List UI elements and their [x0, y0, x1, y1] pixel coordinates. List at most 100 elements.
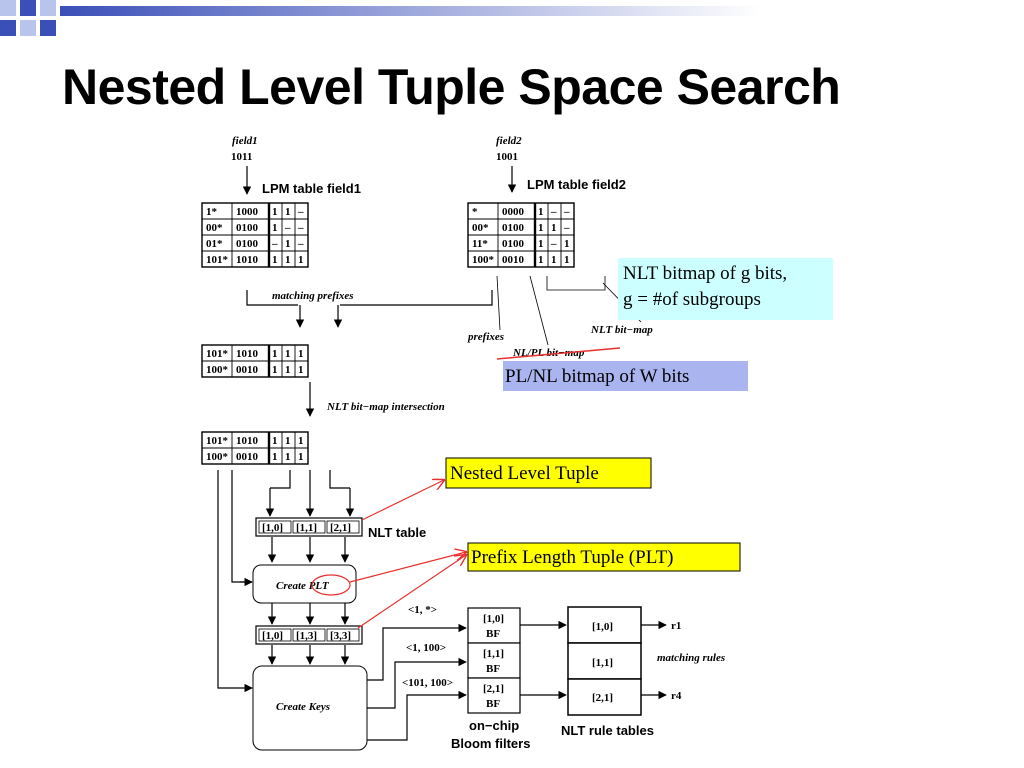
- rule-output: r1: [671, 620, 681, 632]
- table-cell: *: [472, 206, 478, 218]
- nlt-bitmap-annotation-bg: [618, 258, 833, 320]
- rule-output-arrows: [641, 620, 667, 700]
- rule-table-cell: [567, 606, 642, 644]
- prefix-length-tuple-annotation: Prefix Length Tuple (PLT): [471, 547, 674, 568]
- table-cell: 1: [564, 238, 570, 250]
- table-cell: 1: [285, 435, 291, 447]
- bloom-filter-id: [2,1]: [483, 683, 504, 695]
- rule-table-id: [2,1]: [592, 692, 613, 704]
- plt-table: [1,0] [1,3] [3,3]: [255, 625, 363, 645]
- matching-prefixes-label: matching prefixes: [272, 290, 354, 302]
- nlt-intersection-label: NLT bit−map intersection: [326, 401, 445, 413]
- field2-name: field2: [496, 135, 522, 147]
- create-plt-label: Create PLT: [276, 580, 330, 592]
- bloom-filter-box: [467, 677, 521, 714]
- key-label: <101, 100>: [402, 677, 453, 689]
- table-cell: 1: [551, 254, 557, 266]
- rule-table-cell: [567, 642, 642, 680]
- table-cell: 1: [272, 206, 278, 218]
- table-cell: 01*: [206, 238, 223, 250]
- table-cell: 0100: [502, 238, 525, 250]
- table-cell: 0100: [502, 222, 525, 234]
- bloom-filter-label: BF: [486, 698, 500, 710]
- corner-decoration: [0, 0, 760, 36]
- table-cell: 1: [285, 254, 291, 266]
- table-cell: 1000: [236, 206, 259, 218]
- table-cell: 1: [272, 348, 278, 360]
- bloom-filters: [1,0] BF [1,1] BF [2,1] BF: [467, 607, 521, 714]
- table-cell: 1: [538, 222, 544, 234]
- create-keys-label: Create Keys: [276, 701, 330, 713]
- table-cell: 0100: [236, 238, 259, 250]
- nested-level-tuple-annotation-bg: [445, 457, 652, 489]
- bf-to-rule-arrows: [520, 620, 567, 700]
- table-cell: –: [550, 238, 557, 250]
- red-annotation-arrows: [349, 480, 466, 629]
- table-cell: 1: [272, 222, 278, 234]
- pl-nl-bitmap-annotation-bg: [503, 361, 748, 391]
- plt-table-frame: [255, 625, 363, 645]
- table-cell: 1: [272, 364, 278, 376]
- nlt-cell: [1,0]: [262, 522, 283, 534]
- nlt-cell-frame: [292, 520, 326, 534]
- table-cell: 1: [272, 435, 278, 447]
- key-label: <1, 100>: [406, 642, 446, 654]
- table-cell: 1: [272, 451, 278, 463]
- field1-value: 1011: [231, 151, 252, 163]
- nlt-table-frame: [255, 517, 363, 537]
- slide-title: Nested Level Tuple Space Search: [62, 59, 841, 115]
- table-cell: 1: [298, 364, 304, 376]
- plt-to-table-arrows: [267, 603, 350, 625]
- table-cell: 101*: [206, 435, 229, 447]
- table-cell: 0010: [236, 451, 259, 463]
- table-cell: 0010: [236, 364, 259, 376]
- field2-value: 1001: [496, 151, 518, 163]
- table-cell: 1: [298, 435, 304, 447]
- table-cell: 101*: [206, 254, 229, 266]
- bloom-filter-label: BF: [486, 663, 500, 675]
- table-cell: 1: [551, 222, 557, 234]
- table-cell: 0000: [502, 206, 525, 218]
- rule-output: r4: [671, 690, 682, 702]
- table-cell: 1: [298, 451, 304, 463]
- nlt-rule-tables: [1,0] [1,1] [2,1]: [567, 606, 642, 716]
- table-cell: 1: [285, 206, 291, 218]
- table-cell: 1010: [236, 254, 259, 266]
- table-cell: 0100: [236, 222, 259, 234]
- bloom-filters-label: Bloom filters: [451, 736, 530, 751]
- table-cell: 1: [285, 348, 291, 360]
- deco-square: [0, 0, 16, 16]
- matching-rules-label: matching rules: [657, 652, 725, 664]
- rule-table-id: [1,1]: [592, 657, 613, 669]
- nlt-table-label: NLT table: [368, 525, 426, 540]
- table-cell: 1: [285, 238, 291, 250]
- nlt-bitmap-annotation-line1: NLT bitmap of g bits,: [623, 263, 787, 284]
- bloom-filter-label: BF: [486, 628, 500, 640]
- nlt-table: [1,0] [1,1] [2,1]: [255, 517, 363, 537]
- table-cell: 11*: [472, 238, 488, 250]
- table-cell: –: [563, 222, 570, 234]
- table-cell: 00*: [472, 222, 489, 234]
- table-cell: 1: [538, 238, 544, 250]
- table-cell: –: [297, 206, 304, 218]
- nlt-cell-frame: [258, 520, 292, 534]
- table-cell: –: [297, 238, 304, 250]
- nlt-bitmap-label: NLT bit−map: [590, 324, 653, 336]
- table-cell: 100*: [206, 451, 229, 463]
- keys-to-bf-lines: [367, 623, 467, 741]
- nlt-cell-frame: [326, 520, 360, 534]
- deco-square: [20, 0, 36, 16]
- on-chip-label: on−chip: [469, 718, 519, 733]
- bloom-filter-id: [1,0]: [483, 613, 504, 625]
- strike-line: [496, 347, 621, 360]
- deco-square: [40, 0, 56, 16]
- lpm-table-field1-label: LPM table field1: [262, 181, 361, 196]
- bloom-filter-box: [467, 642, 521, 679]
- nlt-bitmap-annotation-line2: g = #of subgroups: [623, 289, 761, 310]
- plt-highlight-circle: [311, 574, 351, 596]
- nlt-cell: [2,1]: [330, 522, 351, 534]
- table-cell: 1010: [236, 435, 259, 447]
- table-cell: 1010: [236, 348, 259, 360]
